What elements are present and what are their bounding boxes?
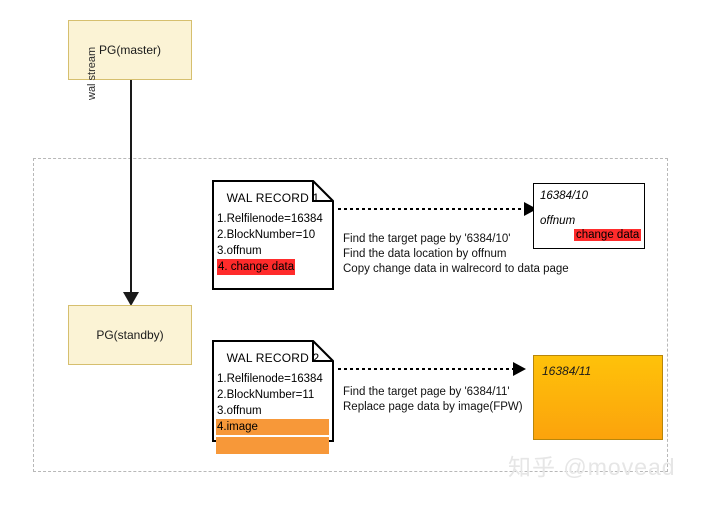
wal-record-1-line-3: 3.offnum: [217, 245, 262, 257]
apply-steps-record-2: Find the target page by '6384/11' Replac…: [343, 385, 523, 415]
standby-region-boundary: [33, 158, 668, 472]
wal-stream-arrowhead-icon: [123, 292, 139, 306]
apply-arrow-record-2: [338, 362, 526, 376]
wal-record-2-line-3: 3.offnum: [217, 405, 262, 417]
node-pg-standby-label: PG(standby): [96, 328, 164, 342]
apply-arrow-record-1: [338, 202, 537, 216]
data-page-16384-11-id: 16384/11: [542, 364, 592, 378]
apply-steps-record-1-line-1: Find the target page by '6384/10': [343, 233, 511, 245]
data-page-16384-10-offnum-label: offnum: [540, 215, 576, 227]
wal-record-2-line-1: 1.Relfilenode=16384: [217, 373, 323, 385]
node-pg-master-label: PG(master): [98, 43, 161, 57]
data-page-16384-10-id: 16384/10: [540, 190, 588, 202]
apply-steps-record-1: Find the target page by '6384/10' Find t…: [343, 232, 569, 277]
arrow-head-icon: [513, 362, 526, 376]
apply-steps-record-2-line-2: Replace page data by image(FPW): [343, 401, 523, 413]
data-page-16384-11[interactable]: 16384/11: [533, 355, 663, 440]
wal-record-2-image-block: [216, 437, 329, 454]
apply-steps-record-1-line-2: Find the data location by offnum: [343, 248, 507, 260]
note-folded-corner-icon: [212, 340, 334, 442]
wal-stream-line: [130, 80, 132, 298]
wal-record-1-title: WAL RECORD 1: [226, 191, 320, 205]
data-page-16384-10[interactable]: 16384/10 offnum change data: [533, 183, 645, 249]
wal-record-1-line-1: 1.Relfilenode=16384: [217, 213, 323, 225]
wal-record-2-title: WAL RECORD 2: [226, 351, 320, 365]
apply-steps-record-1-line-3: Copy change data in walrecord to data pa…: [343, 263, 569, 275]
node-pg-standby[interactable]: PG(standby): [68, 305, 192, 365]
wal-record-2-line-2: 2.BlockNumber=11: [217, 389, 315, 401]
wal-record-1-note[interactable]: WAL RECORD 1 1.Relfilenode=16384 2.Block…: [212, 180, 334, 290]
data-page-16384-10-change-data: change data: [574, 229, 642, 241]
wal-record-2-note[interactable]: WAL RECORD 2 1.Relfilenode=16384 2.Block…: [212, 340, 334, 454]
watermark: 知乎 @movead: [508, 454, 676, 480]
wal-stream-label: wal stream: [86, 46, 98, 100]
node-pg-master[interactable]: PG(master): [68, 20, 192, 80]
apply-steps-record-2-line-1: Find the target page by '6384/11': [343, 386, 510, 398]
wal-record-2-image-highlight: 4.image: [216, 419, 329, 435]
wal-record-1-line-2: 2.BlockNumber=10: [217, 229, 316, 241]
wal-record-1-change-data-highlight: 4. change data: [217, 259, 296, 275]
